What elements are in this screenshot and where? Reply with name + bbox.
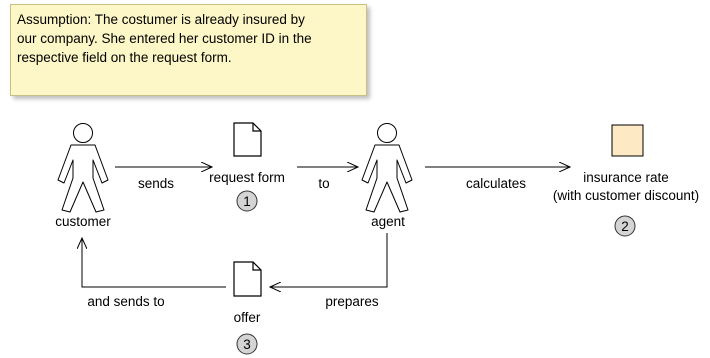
customer-label: customer: [55, 214, 111, 229]
customer-actor-icon: [57, 123, 109, 213]
insurance-rate-box: [611, 124, 644, 157]
flow-label-sends: sends: [137, 176, 175, 191]
note-line-3: respective field on the request form.: [17, 50, 232, 65]
marker-1: 1: [236, 190, 258, 212]
insurance-rate-label: insurance rate: [583, 170, 669, 185]
agent-label: agent: [371, 214, 405, 229]
flow-agent-to-offer: [270, 233, 388, 287]
flow-label-to: to: [318, 176, 330, 191]
insurance-rate-sublabel: (with customer discount): [552, 188, 700, 203]
note-line-1: Assumption: The costumer is already insu…: [17, 12, 305, 27]
offer-document-icon: [233, 261, 262, 297]
marker-3-label: 3: [243, 337, 251, 352]
agent-actor-icon: [361, 123, 413, 213]
assumption-note: Assumption: The costumer is already insu…: [10, 4, 367, 96]
request-form-document-icon: [233, 122, 262, 157]
flow-offer-to-customer: [82, 238, 226, 288]
offer-label: offer: [233, 310, 261, 325]
flow-label-calculates: calculates: [465, 176, 527, 191]
marker-3: 3: [236, 333, 258, 355]
flow-label-and-sends-to: and sends to: [87, 294, 165, 309]
flow-label-prepares: prepares: [325, 294, 379, 309]
marker-2-label: 2: [621, 219, 629, 234]
request-form-label: request form: [209, 170, 285, 185]
note-line-2: our company. She entered her customer ID…: [17, 31, 312, 46]
marker-2: 2: [614, 215, 636, 237]
marker-1-label: 1: [243, 194, 251, 209]
